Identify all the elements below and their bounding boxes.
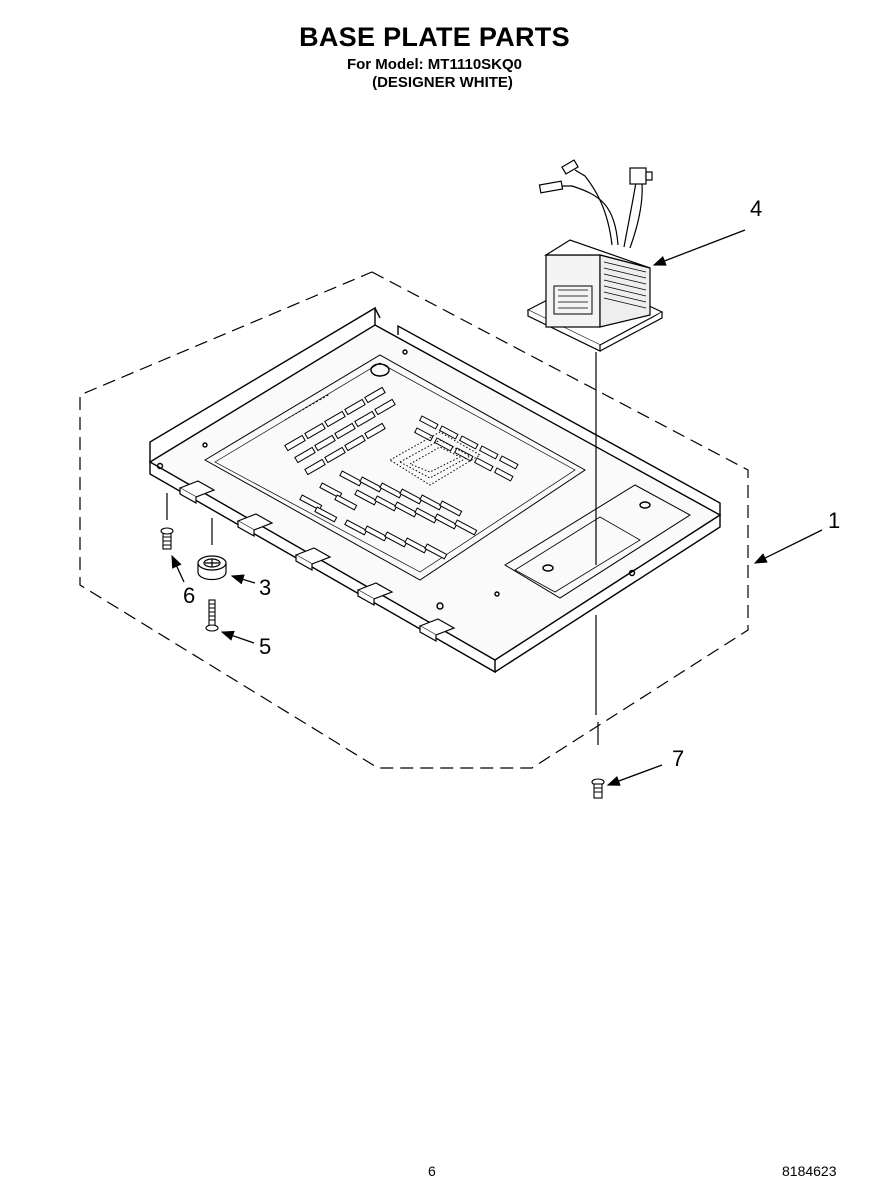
callout-5: 5: [259, 634, 271, 659]
page-title: BASE PLATE PARTS: [299, 22, 570, 52]
base-plate: [148, 306, 722, 674]
foot-part-3: [197, 555, 227, 581]
callout-3: 3: [259, 575, 271, 600]
callout-7: 7: [672, 746, 684, 771]
screw-part-6: [160, 527, 174, 550]
vent-slots: [284, 386, 519, 560]
callout-1: 1: [828, 508, 840, 533]
assembly-outline: [79, 271, 749, 769]
model-line: For Model: MT1110SKQ0: [346, 56, 523, 73]
screw-part-5: [205, 599, 219, 632]
document-number: 8184623: [782, 1163, 837, 1179]
callout-arrows: [171, 229, 823, 786]
callout-4: 4: [750, 196, 762, 221]
color-line: (DESIGNER WHITE): [372, 74, 513, 91]
page-number: 6: [428, 1163, 436, 1179]
transformer-wires: [538, 159, 653, 249]
callout-6: 6: [183, 583, 195, 608]
front-edge-feet: [178, 480, 456, 643]
leader-lines: [166, 352, 599, 745]
transformer: [526, 239, 664, 352]
screw-part-7: [591, 778, 605, 799]
